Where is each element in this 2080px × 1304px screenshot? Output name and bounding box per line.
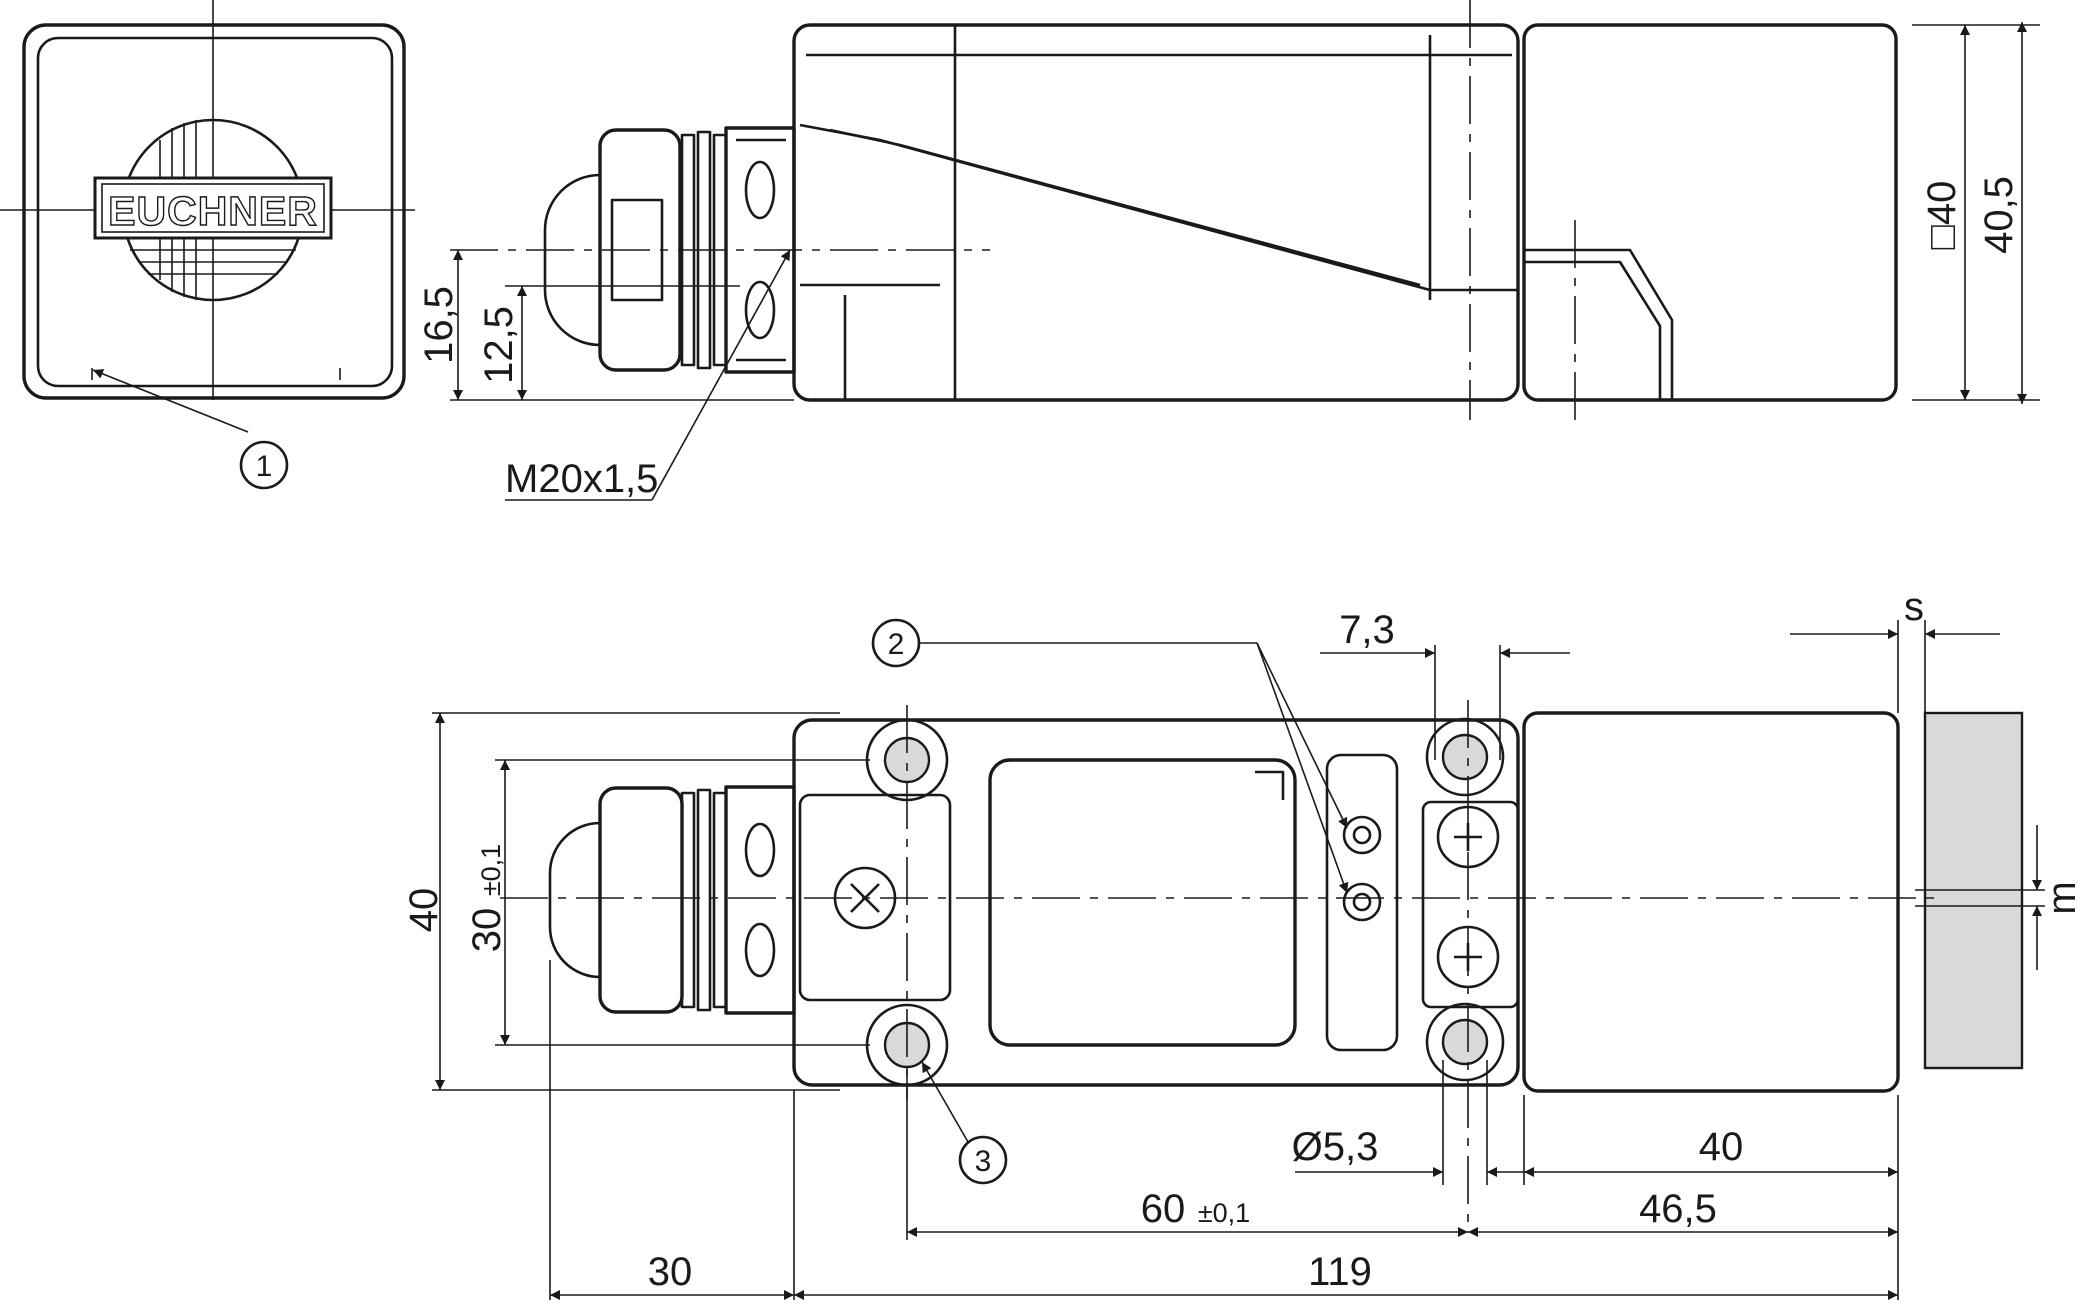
- thread-label: M20x1,5: [505, 457, 658, 501]
- top-view: 40 30 ±0,1 7,3 s m 2: [402, 585, 2080, 1300]
- dim-total-length: 119: [1308, 1250, 1372, 1294]
- dim-7-3: 7,3: [1339, 608, 1395, 652]
- dim-hole-diameter: Ø5,3: [1292, 1125, 1379, 1169]
- side-view: 16,5 12,5 M20x1,5 □40 40,5: [417, 0, 2040, 501]
- callout-2-label: 2: [888, 628, 905, 661]
- dim-12-5: 12,5: [477, 306, 521, 384]
- euchner-logo: EUCHNER: [93, 118, 333, 302]
- dim-gap-s: s: [1904, 585, 1924, 629]
- dim-cable-gland: 30: [648, 1250, 693, 1294]
- dim-height-40: 40: [402, 888, 446, 933]
- dim-head-length: 40: [1699, 1125, 1744, 1169]
- callout-3-label: 3: [975, 1145, 992, 1178]
- dim-hole-pitch-tol: ±0,1: [1198, 1198, 1250, 1228]
- dim-hole-spacing: 30: [465, 908, 509, 953]
- dim-16-5: 16,5: [417, 286, 461, 364]
- logo-text: EUCHNER: [108, 188, 318, 234]
- dim-hole-pitch: 60: [1141, 1187, 1186, 1231]
- callout-3: 3: [958, 1135, 1008, 1185]
- callout-2: 2: [871, 618, 921, 668]
- dim-offset-m: m: [2040, 881, 2080, 914]
- dim-46-5: 46,5: [1639, 1187, 1717, 1231]
- front-view: EUCHNER 1: [0, 0, 415, 490]
- dim-hole-spacing-tol: ±0,1: [476, 844, 506, 896]
- callout-1: 1: [239, 440, 289, 490]
- callout-1-label: 1: [256, 450, 273, 483]
- dim-square-40: □40: [1920, 181, 1964, 250]
- dim-40-5: 40,5: [1977, 176, 2021, 254]
